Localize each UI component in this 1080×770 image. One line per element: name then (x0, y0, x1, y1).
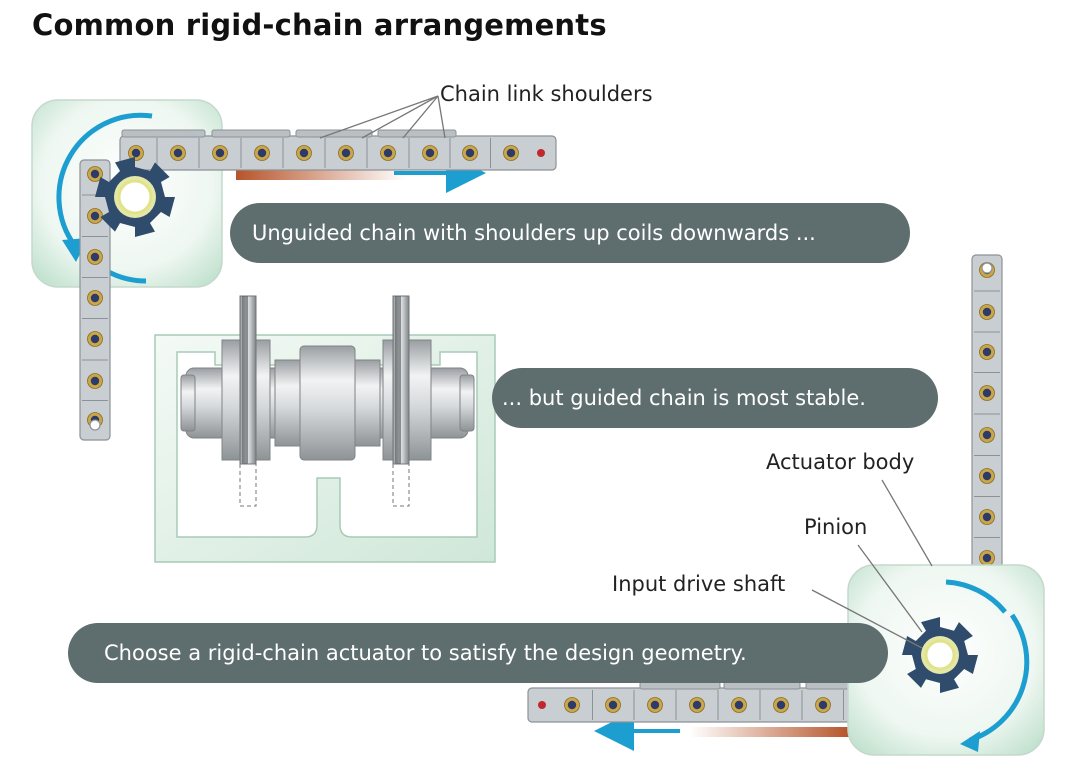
guided-chain-cross-section (154, 295, 496, 563)
bottom-rotation-arrow (945, 579, 1030, 752)
chain-link-shoulders-label: Chain link shoulders (440, 82, 653, 106)
caption-guided: ... but guided chain is most stable. (492, 368, 938, 428)
bottom-force-gradient (690, 727, 850, 737)
actuator-body-label: Actuator body (766, 450, 915, 474)
top-vertical-chain (79, 159, 111, 441)
caption-choose-text: Choose a rigid-chain actuator to satisfy… (104, 641, 747, 665)
top-force-gradient (236, 170, 406, 180)
top-horizontal-chain (119, 129, 557, 171)
caption-unguided: Unguided chain with shoulders up coils d… (230, 203, 910, 263)
input-drive-shaft-label: Input drive shaft (612, 572, 786, 596)
bottom-pinion (902, 617, 978, 693)
shoulders-leader-lines (319, 95, 446, 139)
page-title: Common rigid-chain arrangements (32, 8, 607, 42)
pinion-label: Pinion (804, 515, 868, 539)
actuator-leader-lines (811, 479, 933, 649)
top-pinion (95, 157, 175, 237)
caption-guided-text: ... but guided chain is most stable. (502, 386, 866, 410)
caption-choose: Choose a rigid-chain actuator to satisfy… (68, 623, 888, 683)
caption-unguided-text: Unguided chain with shoulders up coils d… (252, 221, 816, 245)
